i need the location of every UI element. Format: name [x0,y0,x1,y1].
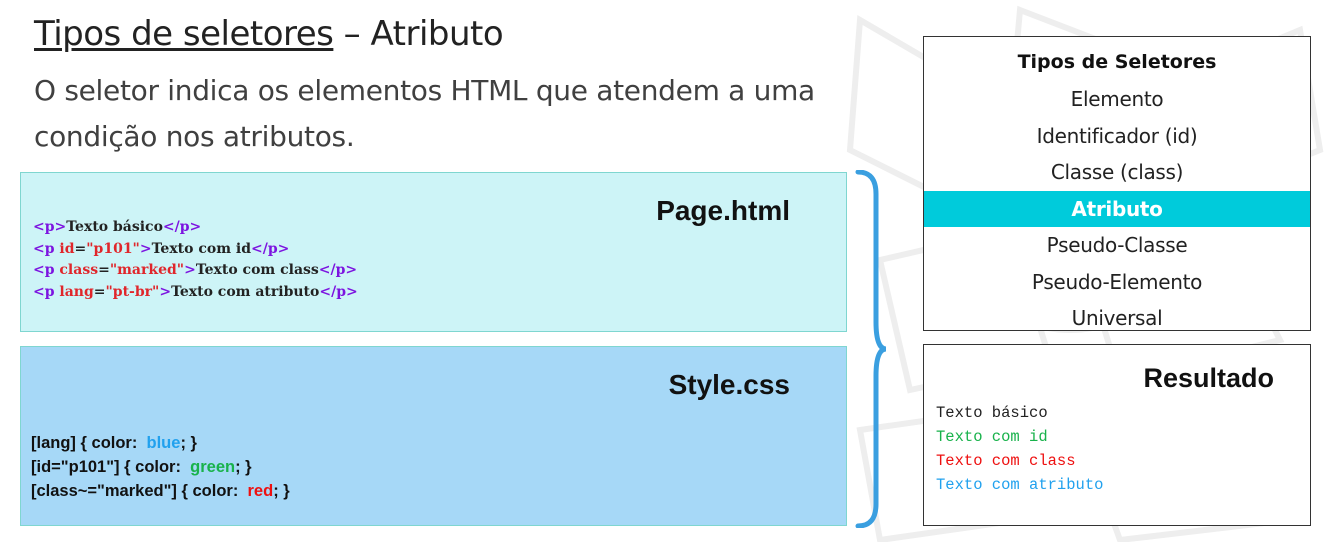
selector-type-item: Pseudo-Elemento [1031,269,1203,294]
code-token: id [59,240,75,257]
code-token: = [93,283,106,300]
code-token: = [98,262,110,278]
selector-types-heading: Tipos de Seletores [1017,51,1217,73]
code-token: <p> [33,219,67,235]
html-code-line: <p class="marked">Texto com class</p> [33,260,358,282]
code-token: </p> [319,283,358,300]
css-panel-title: Style.css [668,369,790,400]
code-token: lang [59,283,94,300]
title-suffix: – Atributo [333,14,504,54]
css-value: blue [146,434,181,452]
html-code-panel: Page.html <p>Texto básico</p><p id="p101… [20,172,847,332]
css-selector: [id="p101"] [31,458,120,476]
css-selector: [class~="marked"] [31,482,177,500]
title-main: Tipos de seletores [34,14,334,54]
html-code-block: <p>Texto básico</p><p id="p101">Texto co… [33,217,358,303]
css-rule-line: [id="p101"] { color: green; } [31,455,290,479]
css-value: green [190,458,236,476]
page-title: Tipos de seletores – Atributo [34,14,504,54]
code-token: "marked" [109,262,185,278]
css-brace-open: { color: [119,458,191,476]
css-value: red [247,482,274,500]
code-token: <p [33,240,60,257]
page-subtitle: O seletor indica os elementos HTML que a… [34,74,815,153]
code-token: </p> [162,219,202,235]
code-token: > [159,283,172,300]
css-brace-close: ; } [273,482,290,500]
result-line: Texto com id [936,428,1048,446]
code-token: </p> [251,240,290,257]
css-code-block: [lang] { color: blue; }[id="p101"] { col… [31,431,290,503]
code-token: </p> [318,262,358,278]
css-brace-open: { color: [75,434,147,452]
selector-type-item: Elemento [1070,87,1164,111]
curly-brace-icon [855,170,887,528]
html-code-line: <p lang="pt-br">Texto com atributo</p> [33,282,358,304]
code-token: = [74,240,87,257]
css-rule-line: [lang] { color: blue; } [31,431,290,455]
code-token: <p [33,262,60,278]
result-line: Texto básico [936,404,1048,422]
code-token: <p [33,283,60,300]
css-code-panel: Style.css [lang] { color: blue; }[id="p1… [20,346,847,526]
code-token: Texto com class [195,262,319,278]
code-token: Texto com atributo [171,283,320,300]
css-rule-line: [class~="marked"] { color: red; } [31,479,290,503]
code-token: class [59,262,99,278]
html-panel-title: Page.html [656,195,790,226]
css-brace-open: { color: [176,482,248,500]
selector-type-item: Pseudo-Classe [1046,233,1188,257]
selector-type-item: Atributo [924,190,1310,227]
css-selector: [lang] [31,434,76,452]
css-brace-close: ; } [235,458,252,476]
code-token: Texto básico [66,219,163,235]
css-brace-close: ; } [180,434,197,452]
code-token: > [139,240,152,257]
code-token: "pt-br" [105,283,160,300]
selector-type-item: Identificador (id) [1036,123,1198,148]
result-line: Texto com class [936,452,1076,470]
html-code-line: <p id="p101">Texto com id</p> [33,239,358,261]
code-token: > [184,262,196,278]
code-token: Texto com id [151,240,251,257]
code-token: "p101" [86,240,140,257]
result-line: Texto com atributo [936,476,1104,494]
html-code-line: <p>Texto básico</p> [33,217,358,239]
selector-type-item: Classe (class) [1050,160,1184,184]
selector-type-item: Universal [1071,306,1163,330]
result-title: Resultado [1143,363,1274,393]
